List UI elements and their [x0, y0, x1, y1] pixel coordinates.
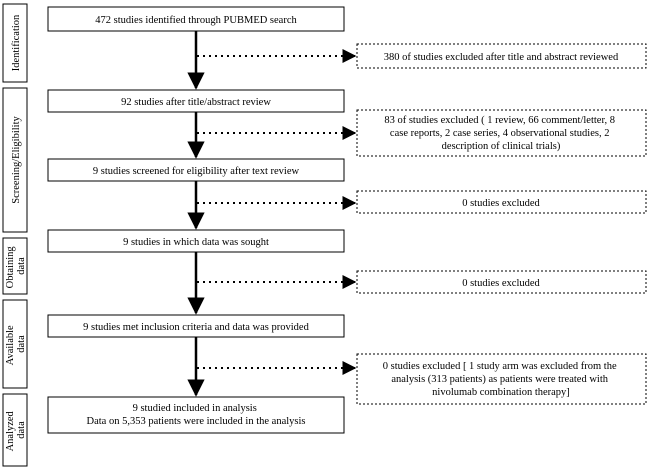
- box-text: 472 studies identified through PUBMED se…: [95, 15, 297, 26]
- stage-box-obtaining-data: Obtaining data: [2, 237, 28, 295]
- box-text: 0 studies excluded [ 1 study arm was exc…: [383, 361, 619, 398]
- excluded-box-eligibility: 0 studies excluded: [356, 190, 647, 214]
- stage-label: Analyzed data: [5, 409, 27, 452]
- stage-label: Available data: [5, 323, 27, 366]
- exclusion-arrows: [197, 49, 357, 375]
- stage-box-available-data: Available data: [2, 299, 28, 389]
- main-box-data-sought: 9 studies in which data was sought: [47, 229, 345, 253]
- stage-label: Screening/Eligibility: [11, 116, 22, 204]
- main-box-identified: 472 studies identified through PUBMED se…: [47, 6, 345, 32]
- main-box-after-title-review: 92 studies after title/abstract review: [47, 89, 345, 113]
- box-text: 9 studies screened for eligibility after…: [93, 166, 300, 177]
- box-text: 0 studies excluded: [462, 198, 540, 209]
- main-box-inclusion-criteria: 9 studies met inclusion criteria and dat…: [47, 314, 345, 338]
- excluded-box-full-text: 83 of studies excluded ( 1 review, 66 co…: [356, 109, 647, 157]
- box-text: 0 studies excluded: [462, 278, 540, 289]
- stage-box-identification: Identification: [2, 3, 28, 83]
- box-text: 83 of studies excluded ( 1 review, 66 co…: [384, 115, 617, 152]
- box-text: 9 studied included in analysis Data on 5…: [87, 403, 306, 427]
- box-text: 92 studies after title/abstract review: [121, 97, 271, 108]
- stage-box-analyzed-data: Analyzed data: [2, 393, 28, 467]
- stage-label: Obtaining data: [5, 244, 27, 289]
- stage-box-screening-eligibility: Screening/Eligibility: [2, 87, 28, 233]
- stage-label: Identification: [11, 14, 22, 71]
- main-box-screened-eligibility: 9 studies screened for eligibility after…: [47, 158, 345, 182]
- box-text: 9 studies in which data was sought: [123, 237, 269, 248]
- excluded-box-title-abstract: 380 of studies excluded after title and …: [356, 43, 647, 69]
- main-box-included-analysis: 9 studied included in analysis Data on 5…: [47, 396, 345, 434]
- excluded-box-data-sought: 0 studies excluded: [356, 270, 647, 294]
- box-text: 9 studies met inclusion criteria and dat…: [83, 322, 309, 333]
- box-text: 380 of studies excluded after title and …: [384, 52, 619, 63]
- excluded-box-inclusion: 0 studies excluded [ 1 study arm was exc…: [356, 353, 647, 405]
